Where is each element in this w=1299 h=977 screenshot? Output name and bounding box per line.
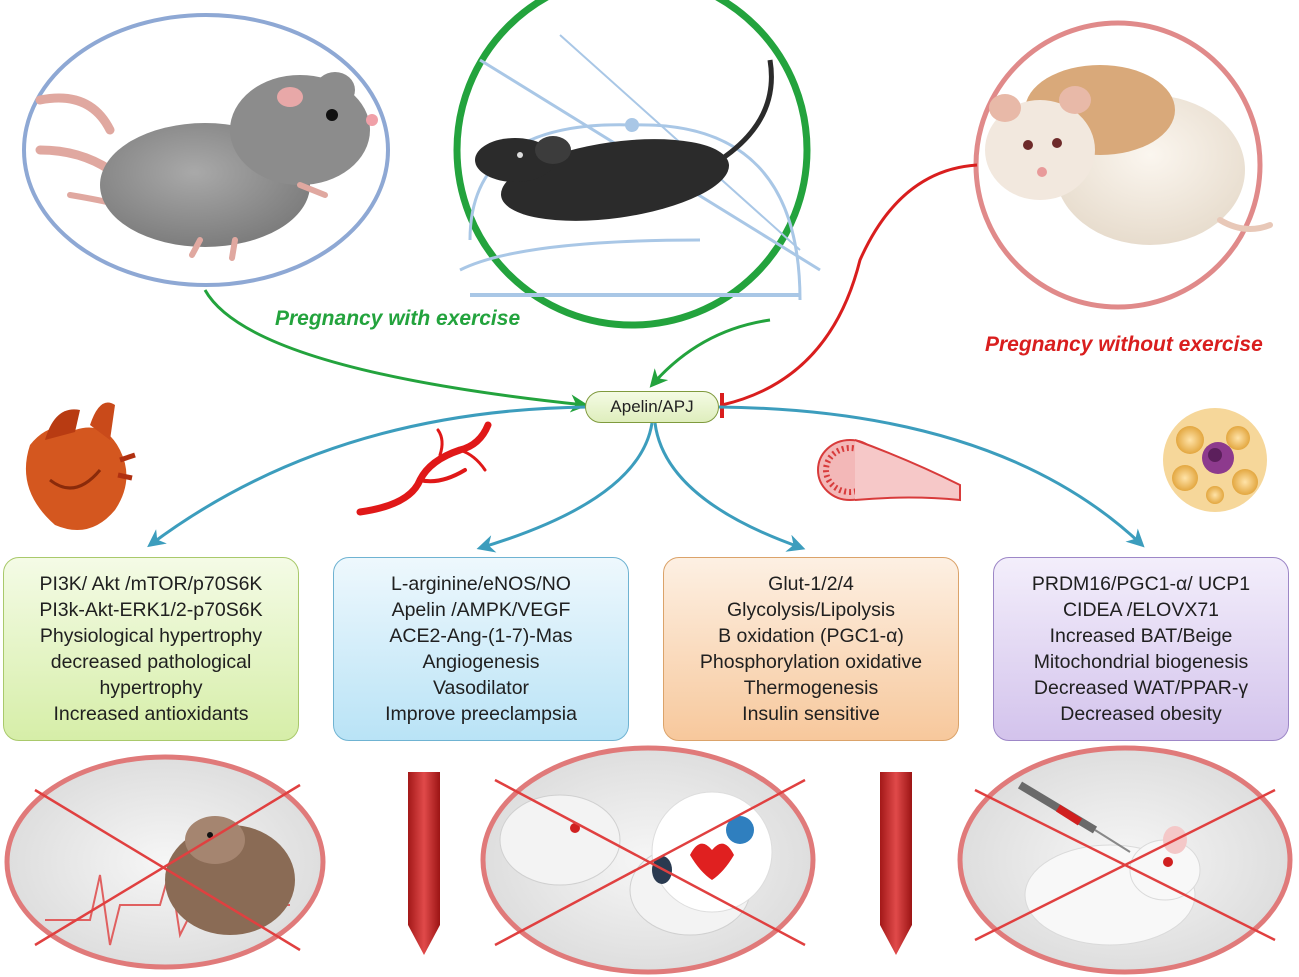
gray-mouse-icon: [22, 13, 390, 287]
box-line: Mitochondrial biogenesis: [1033, 651, 1249, 673]
apelin-apj-node: Apelin/APJ: [585, 391, 719, 423]
box-line: CIDEA /ELOVX71: [1062, 599, 1220, 621]
arrow-exercise-2: [649, 318, 771, 388]
arrow-box-2: [476, 422, 654, 553]
box-line: Increased BAT/Beige: [1049, 625, 1233, 647]
box-line: PRDM16/PGC1-α/ UCP1: [1031, 573, 1251, 595]
running-mouse-wheel-icon: [453, 0, 821, 329]
vascular-pathway-box: L-arginine/eNOS/NO Apelin /AMPK/VEGF ACE…: [333, 557, 629, 741]
box-line: PI3k-Akt-ERK1/2-p70S6K: [39, 599, 263, 621]
pregnancy-with-exercise-label: Pregnancy with exercise: [275, 307, 521, 330]
box-line: PI3K/ Akt /mTOR/p70S6K: [39, 573, 263, 595]
cardiac-pathway-box: PI3K/ Akt /mTOR/p70S6K PI3k-Akt-ERK1/2-p…: [3, 557, 299, 741]
box-line: Vasodilator: [432, 677, 530, 699]
white-rat-icon: [973, 20, 1273, 310]
box-line: Thermogenesis: [743, 677, 879, 699]
box-line: Glycolysis/Lipolysis: [727, 599, 895, 621]
crossed-mice-blood-pressure-icon: [480, 745, 816, 975]
box-line: Insulin sensitive: [742, 703, 880, 725]
box-line: hypertrophy: [99, 677, 203, 699]
box-line: Glut-1/2/4: [768, 573, 854, 595]
arrow-exercise-1: [203, 289, 589, 413]
crossed-mouse-injection-icon: [957, 745, 1293, 975]
box-line: ACE2-Ang-(1-7)-Mas: [389, 625, 573, 647]
box-line: Increased antioxidants: [53, 703, 249, 725]
inhibition-line: [721, 163, 978, 407]
box-line: Phosphorylation oxidative: [699, 651, 923, 673]
adipocyte-icon: [1163, 408, 1267, 512]
box-line: decreased pathological: [50, 651, 252, 673]
crossed-mouse-heartbeat-icon: [4, 754, 326, 970]
blood-vessel-icon: [356, 421, 492, 516]
arrow-box-1: [147, 405, 589, 548]
box-line: Decreased obesity: [1060, 703, 1222, 725]
muscle-fiber-icon: [817, 439, 961, 502]
box-line: Decreased WAT/PPAR-γ: [1033, 677, 1249, 699]
box-line: Improve preeclampsia: [385, 703, 577, 725]
box-line: Apelin /AMPK/VEGF: [391, 599, 571, 621]
red-down-arrow-icon: [880, 772, 912, 955]
red-down-arrow-icon: [408, 772, 440, 955]
arrow-box-4: [718, 405, 1145, 548]
box-line: Physiological hypertrophy: [39, 625, 263, 647]
box-line: B oxidation (PGC1-α): [718, 625, 904, 647]
pregnancy-without-exercise-label: Pregnancy without exercise: [985, 333, 1263, 356]
muscle-pathway-box: Glut-1/2/4 Glycolysis/Lipolysis B oxidat…: [663, 557, 959, 741]
adipose-pathway-box: PRDM16/PGC1-α/ UCP1 CIDEA /ELOVX71 Incre…: [993, 557, 1289, 741]
heart-icon: [25, 402, 136, 530]
box-line: L-arginine/eNOS/NO: [391, 573, 571, 595]
box-line: Angiogenesis: [422, 651, 540, 673]
arrow-box-3: [653, 422, 806, 552]
